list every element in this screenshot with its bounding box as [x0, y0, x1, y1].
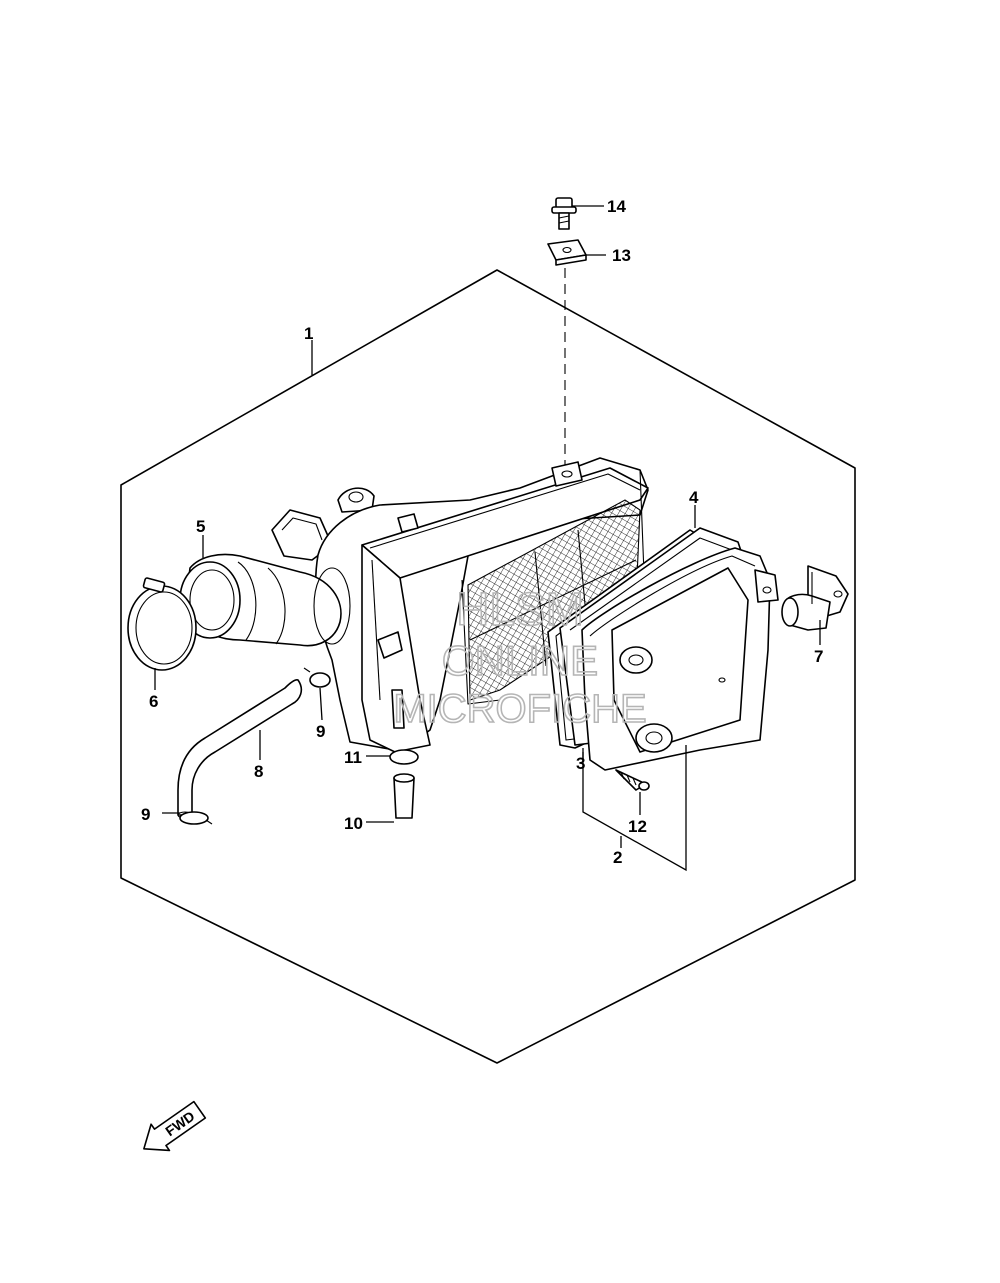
duct-part-7 — [781, 565, 849, 631]
callout-2: 2 — [613, 848, 622, 867]
clip-part-11 — [389, 749, 419, 765]
bolt-part-14 — [551, 197, 577, 230]
clip-nut-part-13 — [547, 239, 587, 266]
callout-9-upper: 9 — [316, 722, 325, 741]
hose-clip-part-9-lower — [179, 811, 213, 825]
assembly-outline — [120, 269, 856, 1064]
callout-6: 6 — [149, 692, 158, 711]
drain-hose-part-8 — [177, 679, 303, 819]
hose-clamp-part-6 — [127, 577, 197, 671]
watermark-line-2: ONLINE — [442, 637, 598, 684]
watermark: HLSM ONLINE MICROFICHE — [393, 582, 648, 732]
callout-13: 13 — [612, 246, 631, 265]
callout-9-lower: 9 — [141, 805, 150, 824]
callout-10: 10 — [344, 814, 363, 833]
callout-4: 4 — [689, 488, 699, 507]
outlet-tube-part-5 — [179, 553, 351, 647]
drain-plug-part-10 — [393, 773, 415, 819]
air-cleaner-case-part-1 — [271, 457, 649, 753]
callout-12: 12 — [628, 817, 647, 836]
leader-lines — [154, 205, 821, 872]
watermark-line-1: HLSM — [456, 583, 584, 635]
callout-5: 5 — [196, 517, 205, 536]
fwd-arrow-icon — [143, 1100, 207, 1152]
callout-14: 14 — [607, 197, 626, 216]
callout-8: 8 — [254, 762, 263, 781]
cover-part-2 — [581, 547, 779, 771]
watermark-line-3: MICROFICHE — [393, 687, 646, 731]
callout-1: 1 — [304, 324, 313, 343]
fwd-arrow: FWD — [143, 1100, 207, 1152]
hose-clip-part-9-upper — [303, 667, 331, 688]
callout-11: 11 — [344, 748, 362, 767]
callout-3: 3 — [576, 754, 585, 773]
screw-part-12 — [615, 769, 650, 791]
callout-7: 7 — [814, 647, 823, 666]
